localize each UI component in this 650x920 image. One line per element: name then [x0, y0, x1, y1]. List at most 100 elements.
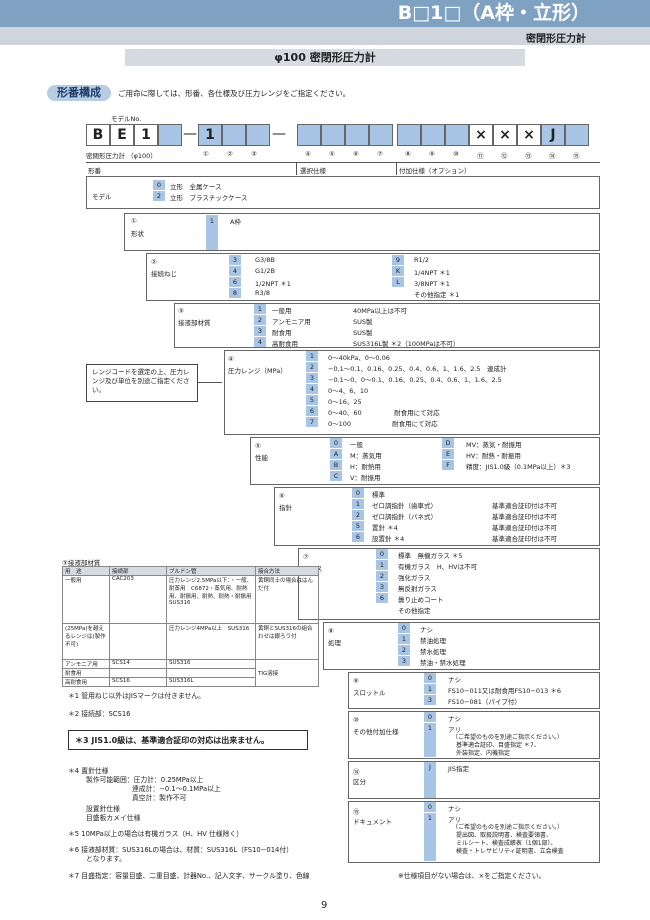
- needle-val-5: 基準適合証印付は不可: [492, 524, 557, 532]
- conn-code-l: L: [392, 277, 404, 287]
- docs-detail-0: （ご希望のものを別途ご指示ください。）: [452, 824, 564, 831]
- glass-code-1: 1: [376, 560, 388, 570]
- intro-text: ご用命に際しては、形番、各仕様及び圧力レンジをご指定ください。: [118, 89, 351, 98]
- perf-code-a: A: [330, 449, 342, 459]
- perf-text-0: 一般: [350, 441, 363, 449]
- mt-r3-conn: [109, 668, 167, 678]
- needle-num: ⑥: [279, 492, 285, 500]
- dash-2: —: [272, 126, 286, 142]
- needle-val-6: 基準適合証印付は不可: [492, 535, 557, 543]
- note-4c: 真空計：製作不可: [132, 794, 187, 802]
- proc-code-3: 3: [398, 656, 410, 666]
- glass-text-other: その他指定: [398, 607, 431, 615]
- needle-group: [274, 487, 600, 546]
- section-tag: 形番構成: [47, 85, 111, 101]
- mat-code-3: 3: [254, 326, 266, 336]
- circled-5: ⑤: [329, 150, 335, 158]
- note-6b: となります。: [86, 855, 126, 863]
- circled-10: ⑩: [453, 150, 459, 158]
- dash-1: —: [183, 126, 197, 142]
- extra-code-1: 1: [424, 723, 436, 757]
- perf-code-0: 0: [330, 438, 342, 448]
- mat-num: ③: [178, 307, 184, 315]
- throttle-text-0: ナシ: [448, 676, 461, 684]
- conn-group: [146, 253, 600, 301]
- glass-text-3: 無反射ガラス: [398, 585, 437, 593]
- model-box-8: [397, 124, 421, 146]
- model-box-4: [297, 124, 321, 146]
- circled-6: ⑥: [353, 150, 359, 158]
- needle-val-1: 基準適合証印付は不可: [492, 502, 557, 510]
- needle-val-2: 基準適合証印付は不可: [492, 513, 557, 521]
- model-box-15: [565, 124, 589, 146]
- perf-code-f: F: [442, 460, 454, 470]
- model-box-7: [369, 124, 393, 146]
- conn-code-k: K: [392, 266, 404, 276]
- perf-code-c: C: [330, 471, 342, 481]
- perf-code-b: B: [330, 460, 342, 470]
- docs-detail-2: ミルシート、検査成績表（1個1部）、: [456, 840, 557, 847]
- throttle-code-1: 1: [424, 684, 436, 694]
- mat-val-2: SUS製: [353, 318, 373, 326]
- range-text-6: 0〜40、60 耐食用にて対応: [328, 409, 440, 417]
- model-box-mat: [246, 124, 270, 146]
- note-4e: 目盛板カメイ仕様: [86, 814, 141, 822]
- docs-detail-1: 提出図、取扱説明書、検査要領書、: [456, 832, 553, 839]
- kubun-num: ⑭: [353, 768, 360, 776]
- model-box-shape: 1: [198, 124, 222, 146]
- column-header: [86, 162, 600, 177]
- conn-num: ②: [151, 258, 157, 266]
- mt-r4-tube: SUS316L: [166, 677, 256, 687]
- page-subtitle: 密閉形圧力計: [526, 34, 586, 45]
- extra-code-0: 0: [424, 712, 436, 722]
- mt-h-tube: ブルドン管: [166, 566, 256, 576]
- extra-num: ⑩: [353, 716, 359, 724]
- mat-text-3: 耐食用: [272, 329, 292, 337]
- conn-code-8: 8: [229, 288, 241, 298]
- throttle-text-1: FS10−011又は耐食用FS10−013 ＊6: [448, 687, 561, 695]
- shape-num: ①: [131, 217, 137, 225]
- conn-code-9: 9: [392, 255, 404, 265]
- model-group: [86, 176, 600, 209]
- conn-label: 接続ねじ: [151, 270, 177, 278]
- conn-text-4: G1/2B: [255, 267, 275, 275]
- kubun-code-j: J: [424, 762, 436, 798]
- model-text-0: 立形 全属ケース: [170, 183, 222, 191]
- mt-r1b-tube: 圧力レンジ4MPa以上 SUS316: [166, 623, 256, 660]
- needle-text-0: 標準: [372, 491, 385, 499]
- kubun-group: [348, 761, 600, 799]
- model-box-conn: [222, 124, 246, 146]
- mt-r1b-use: (25MPa)を越えるレンジは(製作不可): [62, 623, 110, 660]
- needle-text-1: ゼロ調指針（歯車式）: [372, 502, 437, 510]
- needle-text-2: ゼロ調指針（バネ式）: [372, 513, 437, 521]
- proc-code-2: 2: [398, 645, 410, 655]
- conn-text-6: 1/2NPT ＊1: [255, 280, 291, 288]
- needle-code-6: 6: [352, 532, 364, 542]
- col-sentaku: 選択仕様: [300, 167, 326, 175]
- range-code-2: 2: [306, 362, 318, 372]
- note-4b: 連成計：−0.1〜0.1MPa以上: [132, 785, 221, 793]
- range-code-3: 3: [306, 373, 318, 383]
- range-text-5: 0〜16、25: [328, 398, 362, 406]
- mt-r3-use: 耐食用: [62, 668, 110, 678]
- model-text-2: 立形 プラスチックケース: [170, 194, 248, 202]
- glass-code-3: 3: [376, 582, 388, 592]
- extra-group: [348, 711, 600, 759]
- col-option: 付加仕様（オプション）: [399, 167, 471, 175]
- conn-text-8: R3/8: [255, 289, 270, 297]
- header-bar: [0, 0, 650, 27]
- range-code-4: 4: [306, 384, 318, 394]
- throttle-group: [348, 672, 600, 709]
- glass-code-6: 6: [376, 593, 388, 603]
- section-banner: φ100 密閉形圧力計: [125, 49, 525, 66]
- needle-text-6: 設置針 ＊4: [372, 535, 405, 543]
- circled-8: ⑧: [405, 150, 411, 158]
- needle-code-1: 1: [352, 499, 364, 509]
- extra-detail-1: 基準適合証印、目盛指定 ＊7、: [456, 742, 540, 749]
- docs-num: ⑮: [353, 808, 360, 816]
- mat-label: 接液部材質: [178, 319, 211, 327]
- proc-code-0: 0: [398, 623, 410, 633]
- docs-text-0: ナシ: [448, 805, 461, 813]
- proc-code-1: 1: [398, 634, 410, 644]
- mt-h-use: 用 途: [62, 566, 110, 576]
